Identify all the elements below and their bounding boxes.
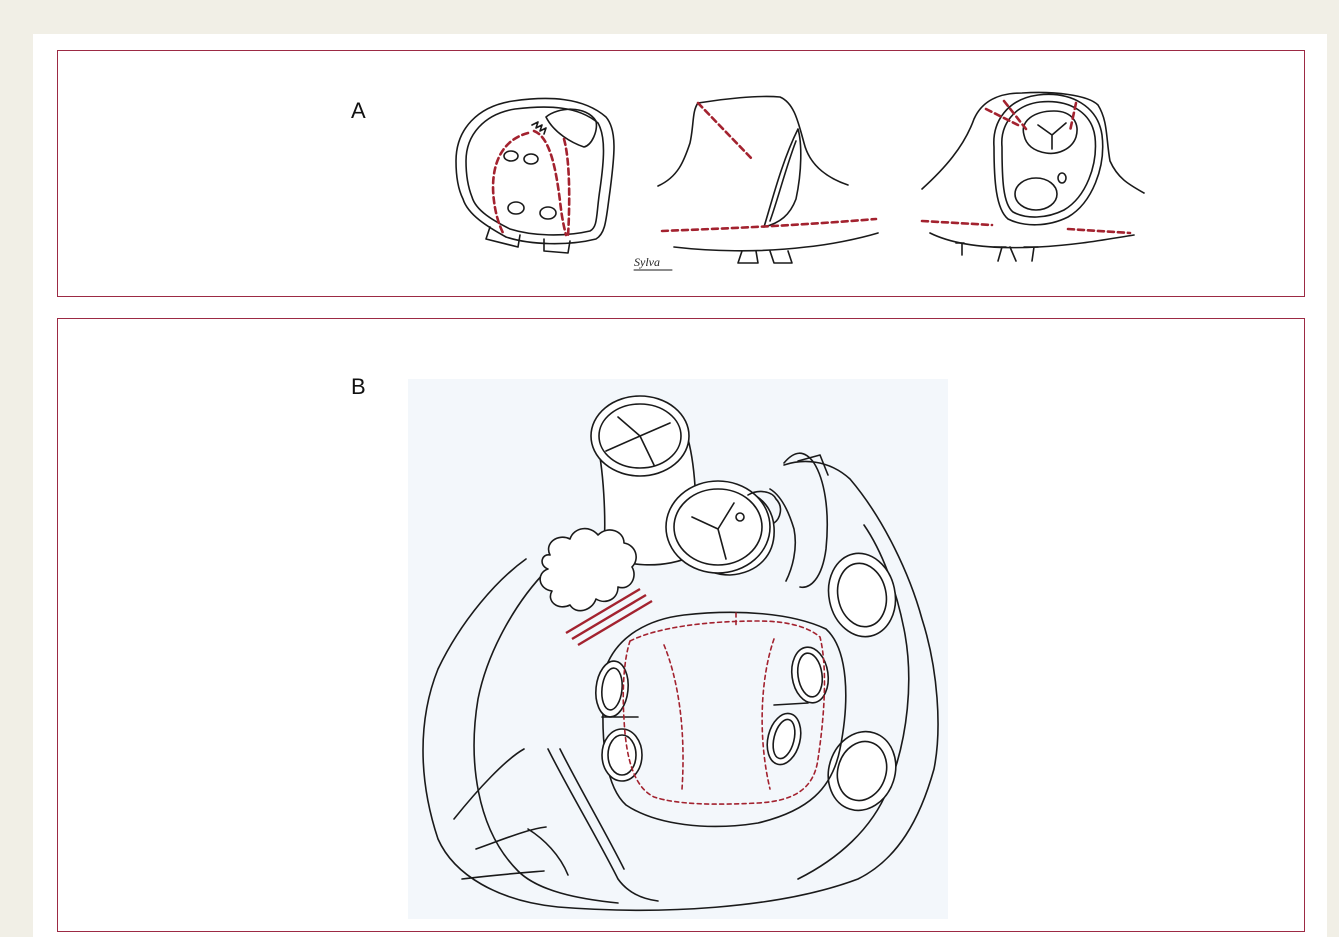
vein-orifice-1 xyxy=(504,151,518,161)
panel-b-drawing xyxy=(58,319,1304,931)
vessel-stub-a2-right xyxy=(770,251,792,263)
atrial-inner-wall xyxy=(466,107,604,235)
vessel-stub-a2-left xyxy=(738,251,758,263)
incision-line-a2-oblique xyxy=(698,103,752,159)
septal-band-inner xyxy=(770,141,796,221)
panel-a: A xyxy=(57,50,1305,297)
lateral-view-drawing: Sylva xyxy=(634,96,878,270)
incision-line-a3-left xyxy=(922,221,992,225)
vein-orifice-2 xyxy=(524,154,538,164)
atrial-view-drawing xyxy=(456,98,614,253)
atrial-outer-wall xyxy=(456,98,614,243)
appendage-flap xyxy=(546,109,596,147)
panel-a-drawing: Sylva xyxy=(58,51,1304,296)
lower-contour-a2 xyxy=(674,233,878,251)
superior-view-drawing xyxy=(922,93,1144,262)
heart-profile xyxy=(658,96,848,186)
vein-orifice-4 xyxy=(540,207,556,219)
tick-marks-a3 xyxy=(956,243,1038,261)
incision-line-a1-left xyxy=(493,133,528,235)
valve-ring-outer xyxy=(994,94,1103,224)
panel-b: B xyxy=(57,318,1305,932)
artist-signature: Sylva xyxy=(634,255,660,269)
figure-sheet: A xyxy=(33,34,1327,937)
lower-contour-a3 xyxy=(930,233,1134,248)
incision-line-a1-right xyxy=(564,139,569,237)
vein-orifice-3 xyxy=(508,202,524,214)
atrial-stump-right xyxy=(544,239,570,253)
incision-line-a3-right xyxy=(1068,229,1130,233)
aortic-valve-ring xyxy=(666,481,770,573)
